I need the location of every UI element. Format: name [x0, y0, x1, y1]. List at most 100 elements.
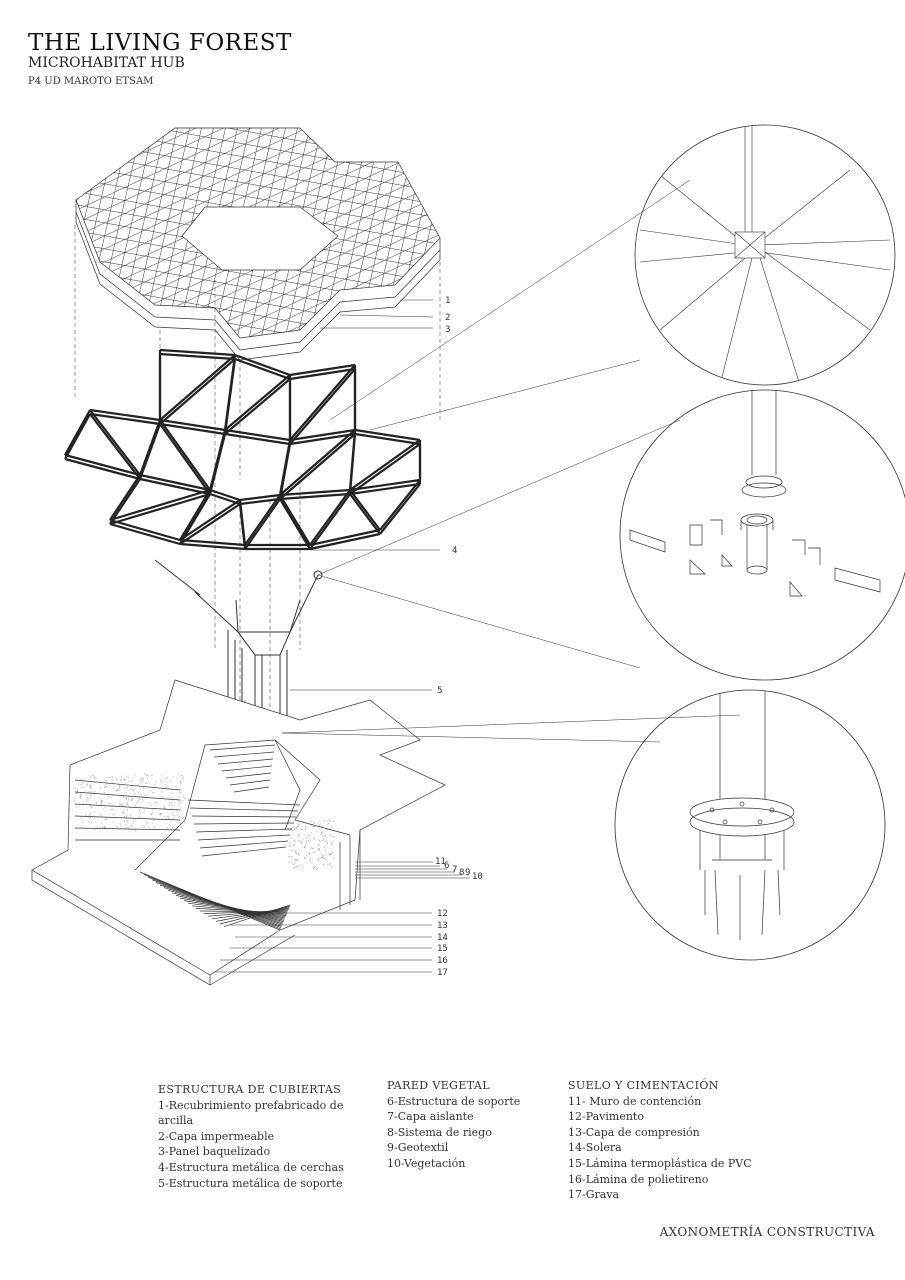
vegetation-mark	[79, 815, 83, 819]
vegetation-mark	[93, 817, 96, 819]
truss-member	[234, 353, 291, 377]
roof-grid-line	[0, 0, 905, 81]
roof-grid-line	[0, 477, 905, 640]
roof-grid-line	[0, 0, 905, 120]
vegetation-mark	[112, 778, 114, 781]
leader-lines	[215, 179, 741, 973]
callout-9: 9	[465, 868, 470, 878]
vegetation-mark	[297, 840, 300, 842]
truss-member	[379, 483, 421, 535]
roof-grid-line	[76, 177, 440, 338]
vegetation-mark	[331, 844, 333, 846]
roof-grid-line	[76, 128, 440, 169]
callout-1: 1	[445, 296, 450, 306]
truss-member	[64, 413, 91, 460]
vegetation-mark	[323, 845, 327, 848]
vegetation-mark	[135, 802, 138, 804]
vegetation-mark	[81, 778, 84, 782]
vegetation-mark	[323, 820, 326, 821]
vegetation-mark	[144, 794, 147, 797]
stair-step	[199, 840, 289, 849]
vegetation-mark	[103, 807, 106, 809]
vegetation-mark	[129, 780, 133, 783]
drain-grate-bar	[195, 908, 288, 914]
vegetation-mark	[118, 784, 120, 788]
vegetation-mark	[324, 853, 326, 856]
legend-heading: PARED VEGETAL	[387, 1079, 490, 1092]
vegetation-mark	[132, 788, 135, 791]
truss-member	[138, 423, 162, 480]
vegetation-mark	[177, 815, 180, 817]
vegetation-mark	[179, 822, 182, 825]
vegetation-mark	[297, 864, 300, 868]
vegetation-mark	[136, 799, 140, 803]
vegetation-mark	[302, 820, 304, 824]
vegetation-mark	[317, 848, 320, 852]
vegetation-mark	[80, 793, 83, 795]
vegetation-mark	[155, 801, 159, 805]
roof-grid-line	[76, 128, 440, 134]
truss-member	[224, 374, 291, 431]
vegetation-mark	[158, 812, 161, 815]
vegetation-mark	[80, 820, 84, 824]
sheet-caption: AXONOMETRÍA CONSTRUCTIVA	[659, 1225, 875, 1239]
vegetation-mark	[290, 860, 292, 862]
truss-member	[89, 413, 141, 480]
vegetation-mark	[166, 815, 169, 817]
vegetation-mark	[174, 785, 178, 788]
vegetation-mark	[329, 821, 331, 823]
vegetation-mark	[104, 792, 106, 795]
truss-member	[348, 433, 357, 495]
vegetation-mark	[99, 786, 101, 789]
vegetation-mark	[144, 787, 146, 790]
callout-labels: 1 2 3 4 5 11 6 7 8 9 10 12 13 14 15 16 1…	[435, 296, 483, 978]
truss-member	[289, 432, 356, 446]
vegetation-mark	[138, 797, 140, 800]
vegetation-mark	[89, 814, 91, 818]
roof-grid-line	[76, 288, 440, 338]
truss-member	[179, 489, 211, 541]
roof-grid-line	[0, 0, 905, 3]
vegetation-mark	[168, 823, 171, 826]
vegetation-mark	[122, 810, 124, 814]
roof-grid-line	[0, 386, 905, 549]
legend-item: 8-Sistema de riego	[387, 1125, 492, 1139]
roof-grid-line	[0, 490, 905, 653]
roof-grid-line	[76, 294, 440, 338]
vegetation-mark	[88, 797, 92, 800]
vegetation-mark	[319, 848, 321, 852]
roof-grid-line	[76, 128, 440, 221]
roof-grid-line	[76, 138, 440, 303]
vegetation-mark	[93, 811, 96, 813]
truss-member	[159, 352, 236, 361]
vegetation-mark	[292, 863, 295, 865]
vegetation-mark	[152, 809, 154, 811]
vegetation-mark	[297, 823, 300, 825]
truss-member	[349, 482, 421, 496]
vegetation-mark	[324, 857, 327, 861]
vegetation-mark	[126, 804, 130, 807]
vegetation-mark	[303, 867, 305, 870]
roof-grid-line	[76, 128, 440, 312]
callout-13: 13	[437, 921, 448, 931]
vegetation-mark	[140, 782, 142, 785]
vegetation-mark	[136, 791, 139, 793]
vegetation-mark	[153, 801, 156, 804]
truss-member	[239, 497, 281, 506]
vegetation-mark	[142, 795, 145, 799]
truss-member	[349, 478, 421, 492]
legend-item: arcilla	[158, 1114, 194, 1128]
vegetation-mark	[129, 787, 133, 790]
terrace-step	[74, 791, 181, 801]
legend-item: 7-Capa aislante	[387, 1110, 474, 1124]
vegetation-mark	[296, 833, 300, 837]
vegetation-mark	[170, 804, 174, 807]
vegetation-mark	[146, 796, 149, 799]
vegetation-mark	[305, 827, 307, 830]
vegetation-mark	[295, 858, 298, 862]
vegetation-mark	[123, 815, 125, 819]
legend-item: 17-Grava	[568, 1188, 620, 1202]
vegetation-mark	[120, 803, 123, 806]
vegetation-mark	[291, 856, 293, 859]
vegetation-mark	[116, 825, 119, 829]
